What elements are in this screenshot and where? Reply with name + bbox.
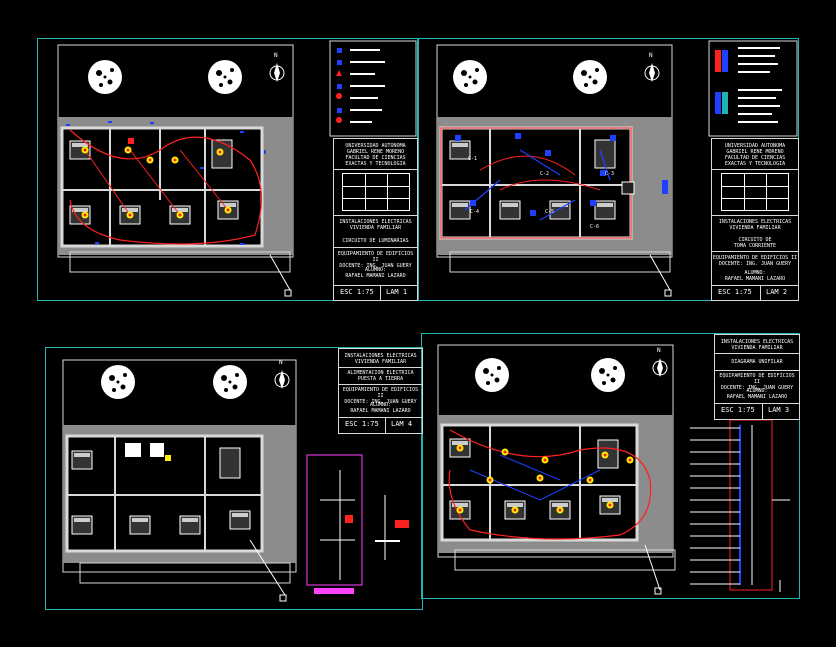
tree-icon (88, 60, 122, 94)
north-label: N (274, 52, 278, 59)
sheet-3-frame (45, 347, 423, 610)
tree-icon (208, 60, 242, 94)
legend-sheet-2 (708, 40, 798, 137)
course-info: EQUIPAMIENTO DE EDIFICIOS II DOCENTE: IN… (342, 387, 419, 405)
project-title: INSTALACIONES ELECTRICAS VIVIENDA FAMILI… (344, 353, 417, 365)
circuit-label: C-3 (605, 171, 614, 177)
north-label: N (657, 347, 661, 354)
scale-label: ESC 1:75 (340, 288, 374, 296)
tree-icon (591, 358, 625, 392)
project-title: INSTALACIONES ELECTRICAS VIVIENDA FAMILI… (720, 339, 794, 351)
circuit-label: C-1 (468, 156, 477, 162)
project-title: INSTALACIONES ELECTRICAS VIVIENDA FAMILI… (718, 219, 792, 231)
student-info: ALUMNO: RAFAEL MAMANI LAZARO (350, 402, 411, 414)
tree-icon (573, 60, 607, 94)
north-arrow-icon (274, 370, 290, 389)
university-name: UNIVERSIDAD AUTONOMA GABRIEL RENE MORENO… (345, 143, 406, 167)
north-arrow-icon (644, 63, 660, 82)
north-arrow-icon (652, 358, 668, 377)
circuit-label: C-4 (470, 209, 479, 215)
circuit-label: C-6 (590, 224, 599, 230)
north-label: N (649, 52, 653, 59)
university-name: UNIVERSIDAD AUTONOMA GABRIEL RENE MORENO… (724, 143, 786, 167)
tree-icon (475, 358, 509, 392)
sheet-3-plan (62, 359, 409, 602)
student-info: ALUMNO: RAFAEL MAMANI LAZARO (726, 388, 788, 400)
sheet-1-plan (57, 44, 294, 297)
project-title: INSTALACIONES ELECTRICAS VIVIENDA FAMILI… (339, 219, 412, 231)
title-block-sheet-4: INSTALACIONES ELECTRICAS VIVIENDA FAMILI… (714, 334, 800, 420)
legend-sheet-1 (329, 40, 417, 137)
course-info: EQUIPAMIENTO DE EDIFICIOS II DOCENTE: IN… (337, 251, 414, 269)
north-arrow-icon (269, 63, 285, 82)
sheet-content: CIRCUITO DE LUMINARIAS (342, 238, 409, 244)
sheet-4-frame (421, 333, 800, 599)
logo-table-icon (721, 173, 789, 211)
north-label: N (279, 359, 283, 366)
sheet-number: LAM 2 (766, 288, 788, 296)
tree-icon (453, 60, 487, 94)
sheet-number: LAM 1 (386, 288, 408, 296)
scale-label: ESC 1:75 (345, 420, 379, 428)
title-block-sheet-2: UNIVERSIDAD AUTONOMA GABRIEL RENE MORENO… (711, 138, 799, 301)
sheet-2-plan: C-1 C-2 C-3 C-4 C-5 C-6 (436, 44, 673, 297)
title-block-sheet-3: INSTALACIONES ELECTRICAS VIVIENDA FAMILI… (338, 348, 423, 434)
tree-icon (213, 365, 247, 399)
tree-icon (101, 365, 135, 399)
circuit-label: C-2 (540, 171, 549, 177)
logo-table-icon (342, 173, 410, 211)
sheet-content: CIRCUITO DE TOMA CORRIENTE (733, 237, 777, 249)
sheet-content: DIAGRAMA UNIFILAR (731, 359, 783, 365)
sheet-number: LAM 3 (768, 406, 790, 414)
scale-label: ESC 1:75 (718, 288, 752, 296)
circuit-label: C-5 (545, 209, 554, 215)
sheet-4-plan (437, 344, 790, 595)
sheet-content: ALIMENTACION ELECTRICA PUESTA A TIERRA (347, 370, 414, 382)
course-info: EQUIPAMIENTO DE EDIFICIOS II DOCENTE: IN… (712, 255, 798, 267)
course-info: EQUIPAMIENTO DE EDIFICIOS II DOCENTE: IN… (719, 373, 795, 391)
student-info: ALUMNO: RAFAEL MAMANI LAZARO (724, 270, 786, 282)
sheet-number: LAM 4 (391, 420, 413, 428)
scale-label: ESC 1:75 (721, 406, 755, 414)
title-block-sheet-1: UNIVERSIDAD AUTONOMA GABRIEL RENE MORENO… (333, 138, 418, 301)
student-info: ALUMNO: RAFAEL MAMANI LAZARO (345, 267, 406, 279)
